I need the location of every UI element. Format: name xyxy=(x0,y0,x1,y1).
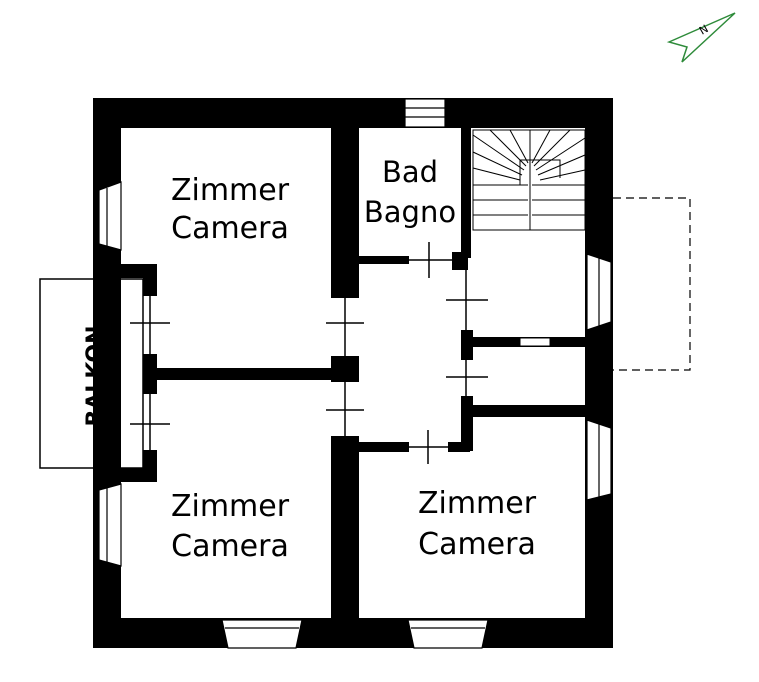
room-label-bottom-right-line1: Zimmer xyxy=(418,486,537,521)
dashed-annex xyxy=(613,197,691,371)
room-label-bathroom-line2: Bagno xyxy=(364,195,456,229)
room-label-bottom-left-line2: Camera xyxy=(171,529,289,564)
interior-window xyxy=(519,337,551,347)
room-label-bottom-right-line2: Camera xyxy=(418,527,536,562)
balcony-label: BALKON xyxy=(83,326,108,427)
room-label-top-left-line2: Camera xyxy=(171,211,289,246)
windows xyxy=(98,98,612,649)
door-symbols xyxy=(130,242,488,464)
interior-walls xyxy=(121,128,585,618)
room-label-bottom-left-line1: Zimmer xyxy=(171,489,290,524)
staircase xyxy=(472,129,586,231)
room-label-bathroom-line1: Bad xyxy=(382,155,438,189)
north-arrow-icon: N xyxy=(666,12,736,63)
room-label-top-left-line1: Zimmer xyxy=(171,173,290,208)
